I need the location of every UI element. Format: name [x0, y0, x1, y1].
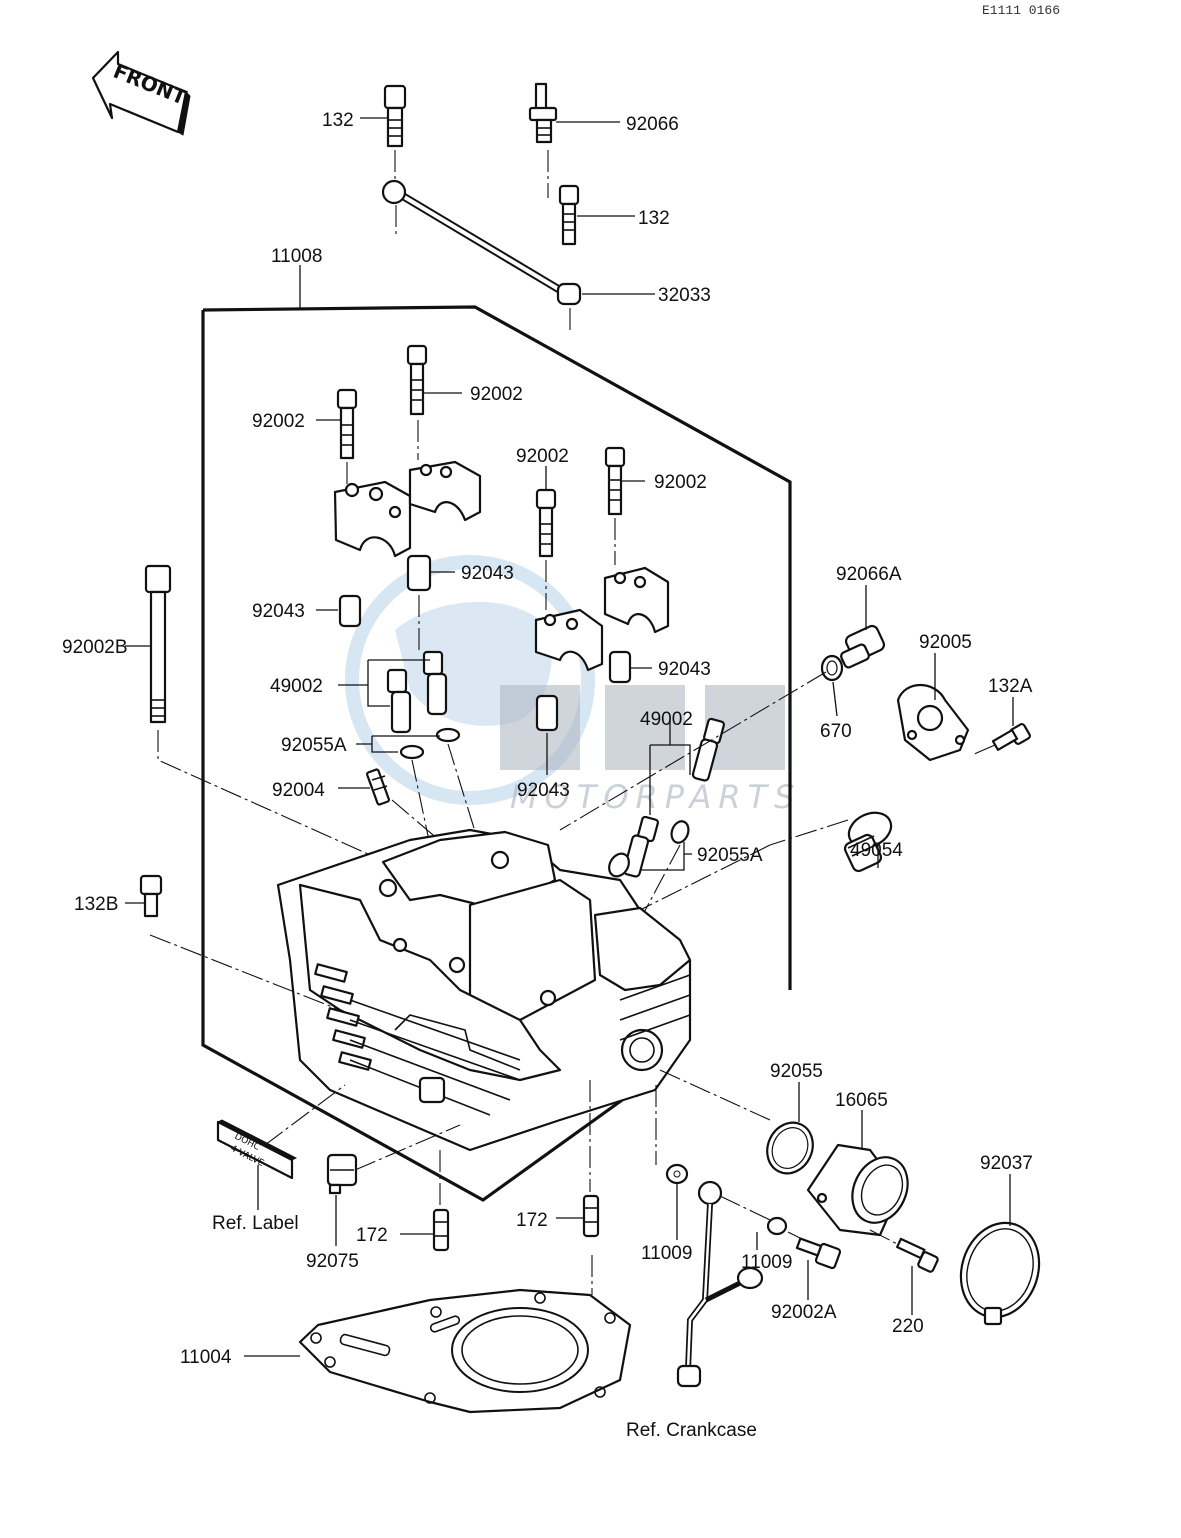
dowel-172-left [432, 1208, 450, 1252]
label-172-right: 172 [516, 1210, 548, 1231]
bolt-92002-a [406, 344, 428, 416]
label-92055A-right: 92055A [697, 845, 763, 866]
label-11008: 11008 [271, 246, 322, 267]
banjo-bolt-92002A [795, 1237, 842, 1270]
camshaft-cap-center [534, 608, 604, 672]
label-92005: 92005 [919, 632, 972, 653]
dowel-92043-b [338, 594, 362, 628]
label-92037: 92037 [980, 1153, 1033, 1174]
bolt-132B [139, 874, 163, 918]
valve-guide-49002-left [386, 650, 448, 734]
clamp-92037 [959, 1221, 1041, 1326]
thermostat-cover-92005 [896, 684, 970, 762]
cylinder-head-group-frame [201, 305, 792, 1202]
plug-92066A [840, 624, 886, 669]
label-220: 220 [892, 1316, 924, 1337]
ref-label-plate: DOHC 4-VALVE [216, 1119, 298, 1180]
dowel-92043-d [535, 694, 559, 732]
label-49002-left: 49002 [270, 676, 323, 697]
label-92075: 92075 [306, 1251, 359, 1272]
label-92002-a: 92002 [470, 384, 523, 405]
label-92043-b: 92043 [252, 601, 305, 622]
label-132-top: 132 [322, 110, 354, 131]
diagram-code: E1111 0166 [982, 3, 1060, 18]
label-92066: 92066 [626, 114, 679, 135]
label-32033: 32033 [658, 285, 711, 306]
label-172-left: 172 [356, 1225, 388, 1246]
bolt-132-top [383, 84, 407, 148]
label-ref-crankcase: Ref. Crankcase [626, 1420, 757, 1441]
dowel-92043-c [608, 650, 632, 684]
label-670: 670 [820, 721, 852, 742]
oil-pipe-32033 [381, 179, 582, 306]
label-92066A: 92066A [836, 564, 902, 585]
valve-guide-49002-right [622, 717, 726, 878]
washer-11009-b [766, 1216, 788, 1236]
bolt-132A [991, 723, 1031, 751]
label-92002-b: 92002 [252, 411, 305, 432]
label-11004: 11004 [180, 1347, 232, 1368]
thermostat-49054 [843, 811, 893, 873]
stud-92004 [366, 768, 390, 806]
label-16065: 16065 [835, 1090, 888, 1111]
camshaft-cap-right [603, 566, 670, 634]
label-92055: 92055 [770, 1061, 823, 1082]
label-49054: 49054 [850, 840, 903, 861]
cylinder-head-11008 [276, 828, 692, 1152]
head-gasket-11004 [298, 1288, 632, 1414]
label-ref-label: Ref. Label [212, 1213, 299, 1234]
label-132-right: 132 [638, 208, 670, 229]
label-92004: 92004 [272, 780, 325, 801]
head-bolt-92002B [144, 564, 172, 724]
label-92002B: 92002B [62, 637, 128, 658]
watermark-text: MOTORPARTS [510, 778, 801, 816]
dowel-172-right [582, 1194, 600, 1238]
temperature-sensor-92066 [528, 82, 558, 144]
carburetor-holder-16065 [806, 1143, 909, 1237]
label-132A: 132A [988, 676, 1033, 697]
oil-pipe-banjo [676, 1180, 764, 1388]
label-132B: 132B [74, 894, 118, 915]
label-92002A: 92002A [771, 1302, 837, 1323]
bolt-220 [896, 1237, 939, 1273]
rubber-cap-92075 [326, 1153, 358, 1195]
label-49002-right: 49002 [640, 709, 693, 730]
bolt-92002-c [535, 488, 557, 558]
label-11009-b: 11009 [741, 1252, 792, 1273]
label-92043-d: 92043 [517, 780, 570, 801]
label-92002-c: 92002 [516, 446, 569, 467]
front-arrow-icon: FRONT [91, 50, 191, 136]
label-92002-d: 92002 [654, 472, 707, 493]
camshaft-cap-rear [408, 460, 482, 522]
bolt-92002-d [604, 446, 626, 516]
dowel-92043-a [406, 554, 432, 592]
label-92055A-left: 92055A [281, 735, 347, 756]
bolt-132-right [558, 184, 580, 246]
bolt-92002-b [336, 388, 358, 460]
camshaft-cap-left [333, 480, 412, 558]
label-92043-a: 92043 [461, 563, 514, 584]
label-11009-a: 11009 [641, 1243, 692, 1264]
label-92043-c: 92043 [658, 659, 711, 680]
